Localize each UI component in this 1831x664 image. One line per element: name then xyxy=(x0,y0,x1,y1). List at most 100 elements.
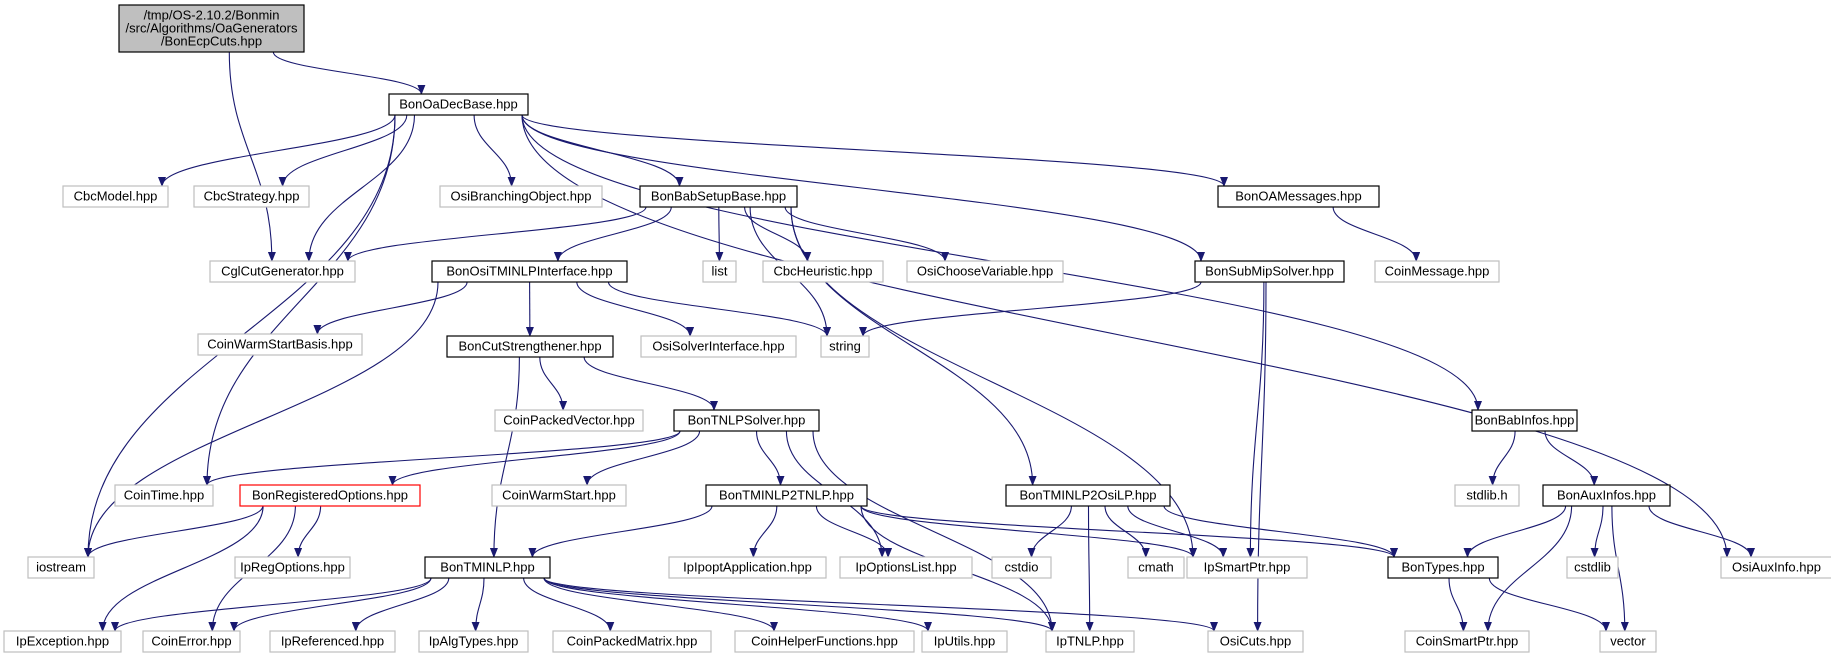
node-coin-message[interactable]: CoinMessage.hpp xyxy=(1374,260,1500,283)
node-cgl-cut-generator[interactable]: CglCutGenerator.hpp xyxy=(209,260,356,283)
node-label: BonTMINLP2OsiLP.hpp xyxy=(1019,488,1156,503)
node-box xyxy=(1217,185,1380,208)
node-box xyxy=(1542,484,1671,507)
node-bon-bab-infos[interactable]: BonBabInfos.hpp xyxy=(1471,409,1578,432)
node-ip-ipopt-application[interactable]: IpIpoptApplication.hpp xyxy=(668,556,827,579)
edge-bon-tminlp2-tnlp-to-ip-smart-ptr xyxy=(860,505,1197,558)
node-osi-choose-variable[interactable]: OsiChooseVariable.hpp xyxy=(906,260,1064,283)
node-ip-utils[interactable]: IpUtils.hpp xyxy=(921,630,1008,653)
node-box xyxy=(1005,484,1171,507)
edge-bon-oa-dec-base-to-coin-time xyxy=(203,114,396,486)
node-osi-branching-object[interactable]: OsiBranchingObject.hpp xyxy=(439,185,603,208)
node-label: /tmp/OS-2.10.2/Bonmin xyxy=(144,8,280,23)
node-label: CoinHelperFunctions.hpp xyxy=(751,634,898,649)
node-osi-aux-info[interactable]: OsiAuxInfo.hpp xyxy=(1720,556,1831,579)
node-coin-packed-vector[interactable]: CoinPackedVector.hpp xyxy=(494,409,644,432)
node-box xyxy=(1566,556,1619,579)
node-bon-tminlp[interactable]: BonTMINLP.hpp xyxy=(424,556,551,579)
edge-bon-tminlp-to-ip-tnlp xyxy=(543,577,1056,632)
node-coin-smart-ptr[interactable]: CoinSmartPtr.hpp xyxy=(1404,630,1530,653)
node-label: OsiCuts.hpp xyxy=(1220,634,1292,649)
node-cbc-model[interactable]: CbcModel.hpp xyxy=(62,185,169,208)
node-ip-exception[interactable]: IpException.hpp xyxy=(3,630,122,653)
edge-bon-tminlp-to-coin-packed-matrix xyxy=(523,577,615,632)
edge-bon-tminlp2-tnlp-to-bon-types xyxy=(860,505,1398,558)
edge-bon-aux-infos-to-cstdlib xyxy=(1590,505,1604,558)
node-bon-osi-tminlpinterface[interactable]: BonOsiTMINLPInterface.hpp xyxy=(431,260,628,283)
node-coin-helper-functions[interactable]: CoinHelperFunctions.hpp xyxy=(734,630,915,653)
node-box xyxy=(446,335,614,358)
node-coin-packed-matrix[interactable]: CoinPackedMatrix.hpp xyxy=(552,630,712,653)
edge-bon-bab-infos-to-stdlib xyxy=(1488,430,1516,486)
node-box xyxy=(424,556,551,579)
edge-bon-tnlpsolver-to-ip-tnlp xyxy=(812,430,1056,632)
edge-bon-bab-setup-base-to-osi-choose-variable xyxy=(784,206,949,262)
node-box xyxy=(673,409,820,432)
edge-bon-tminlp-to-ip-exception xyxy=(111,577,432,632)
node-box xyxy=(1404,630,1530,653)
node-stdlib[interactable]: stdlib.h xyxy=(1454,484,1520,507)
node-label: CoinSmartPtr.hpp xyxy=(1416,634,1519,649)
node-box xyxy=(639,185,798,208)
node-bon-oa-dec-base[interactable]: BonOaDecBase.hpp xyxy=(388,93,529,116)
node-cbc-heuristic[interactable]: CbcHeuristic.hpp xyxy=(762,260,884,283)
node-label: OsiBranchingObject.hpp xyxy=(451,189,592,204)
node-box xyxy=(114,484,214,507)
node-coin-time[interactable]: CoinTime.hpp xyxy=(114,484,214,507)
node-bon-tminlp2-tnlp[interactable]: BonTMINLP2TNLP.hpp xyxy=(705,484,868,507)
node-ip-tnlp[interactable]: IpTNLP.hpp xyxy=(1045,630,1135,653)
node-box xyxy=(418,630,529,653)
node-bon-tnlpsolver[interactable]: BonTNLPSolver.hpp xyxy=(673,409,820,432)
node-cstdlib[interactable]: cstdlib xyxy=(1566,556,1619,579)
node-bon-types[interactable]: BonTypes.hpp xyxy=(1387,556,1499,579)
node-coin-error[interactable]: CoinError.hpp xyxy=(142,630,241,653)
node-box xyxy=(234,556,351,579)
node-label: OsiSolverInterface.hpp xyxy=(652,339,784,354)
node-ip-referenced[interactable]: IpReferenced.hpp xyxy=(269,630,396,653)
node-ip-smart-ptr[interactable]: IpSmartPtr.hpp xyxy=(1186,556,1308,579)
node-label: BonSubMipSolver.hpp xyxy=(1205,264,1334,279)
node-bon-registered-options[interactable]: BonRegisteredOptions.hpp xyxy=(239,484,421,507)
node-box xyxy=(439,185,603,208)
node-osi-solver-interface[interactable]: OsiSolverInterface.hpp xyxy=(640,335,797,358)
node-bon-aux-infos[interactable]: BonAuxInfos.hpp xyxy=(1542,484,1671,507)
edge-bon-bab-setup-base-to-cgl-cut-generator xyxy=(344,206,647,262)
edge-bon-tminlp2-osi-lp-to-ip-tnlp xyxy=(1085,505,1094,632)
edge-bon-registered-options-to-ip-reg-options xyxy=(294,505,322,558)
node-label: IpSmartPtr.hpp xyxy=(1204,560,1291,575)
node-ip-reg-options[interactable]: IpRegOptions.hpp xyxy=(234,556,351,579)
node-label: IpException.hpp xyxy=(16,634,109,649)
node-cstdio[interactable]: cstdio xyxy=(991,556,1052,579)
edge-bon-tnlpsolver-to-bon-tminlp2-tnlp xyxy=(755,430,785,486)
node-iostream[interactable]: iostream xyxy=(27,556,95,579)
node-list[interactable]: list xyxy=(702,260,737,283)
node-osi-cuts[interactable]: OsiCuts.hpp xyxy=(1207,630,1304,653)
node-label: IpReferenced.hpp xyxy=(281,634,384,649)
node-coin-warm-start[interactable]: CoinWarmStart.hpp xyxy=(491,484,627,507)
node-box xyxy=(705,484,868,507)
edge-root-to-cgl-cut-generator xyxy=(228,51,276,262)
node-label: CoinWarmStartBasis.hpp xyxy=(207,337,352,352)
node-ip-options-list[interactable]: IpOptionsList.hpp xyxy=(839,556,973,579)
node-label: CbcStrategy.hpp xyxy=(204,189,300,204)
edge-bon-sub-mip-solver-to-osi-cuts xyxy=(1253,281,1267,632)
node-cmath[interactable]: cmath xyxy=(1127,556,1185,579)
node-bon-oamessages[interactable]: BonOAMessages.hpp xyxy=(1217,185,1380,208)
edge-bon-oa-dec-base-to-bon-sub-mip-solver xyxy=(521,114,1205,262)
node-ip-alg-types[interactable]: IpAlgTypes.hpp xyxy=(418,630,529,653)
nodes-layer: /tmp/OS-2.10.2/Bonmin/src/Algorithms/OaG… xyxy=(3,4,1831,653)
edge-bon-tminlp2-osi-lp-to-bon-types xyxy=(1163,505,1398,558)
edge-bon-aux-infos-to-coin-smart-ptr xyxy=(1483,505,1573,632)
node-vector[interactable]: vector xyxy=(1599,630,1657,653)
node-label: CoinTime.hpp xyxy=(124,488,204,503)
node-bon-sub-mip-solver[interactable]: BonSubMipSolver.hpp xyxy=(1194,260,1345,283)
node-cbc-strategy[interactable]: CbcStrategy.hpp xyxy=(193,185,310,208)
edge-bon-registered-options-to-iostream xyxy=(84,505,264,558)
node-bon-cut-strengthener[interactable]: BonCutStrengthener.hpp xyxy=(446,335,614,358)
node-label: string xyxy=(829,339,861,354)
node-bon-bab-setup-base[interactable]: BonBabSetupBase.hpp xyxy=(639,185,798,208)
node-coin-warm-start-basis[interactable]: CoinWarmStartBasis.hpp xyxy=(197,333,363,356)
node-bon-tminlp2-osi-lp[interactable]: BonTMINLP2OsiLP.hpp xyxy=(1005,484,1171,507)
node-string[interactable]: string xyxy=(820,335,870,358)
edge-bon-osi-tminlpinterface-to-osi-solver-interface xyxy=(576,281,695,337)
